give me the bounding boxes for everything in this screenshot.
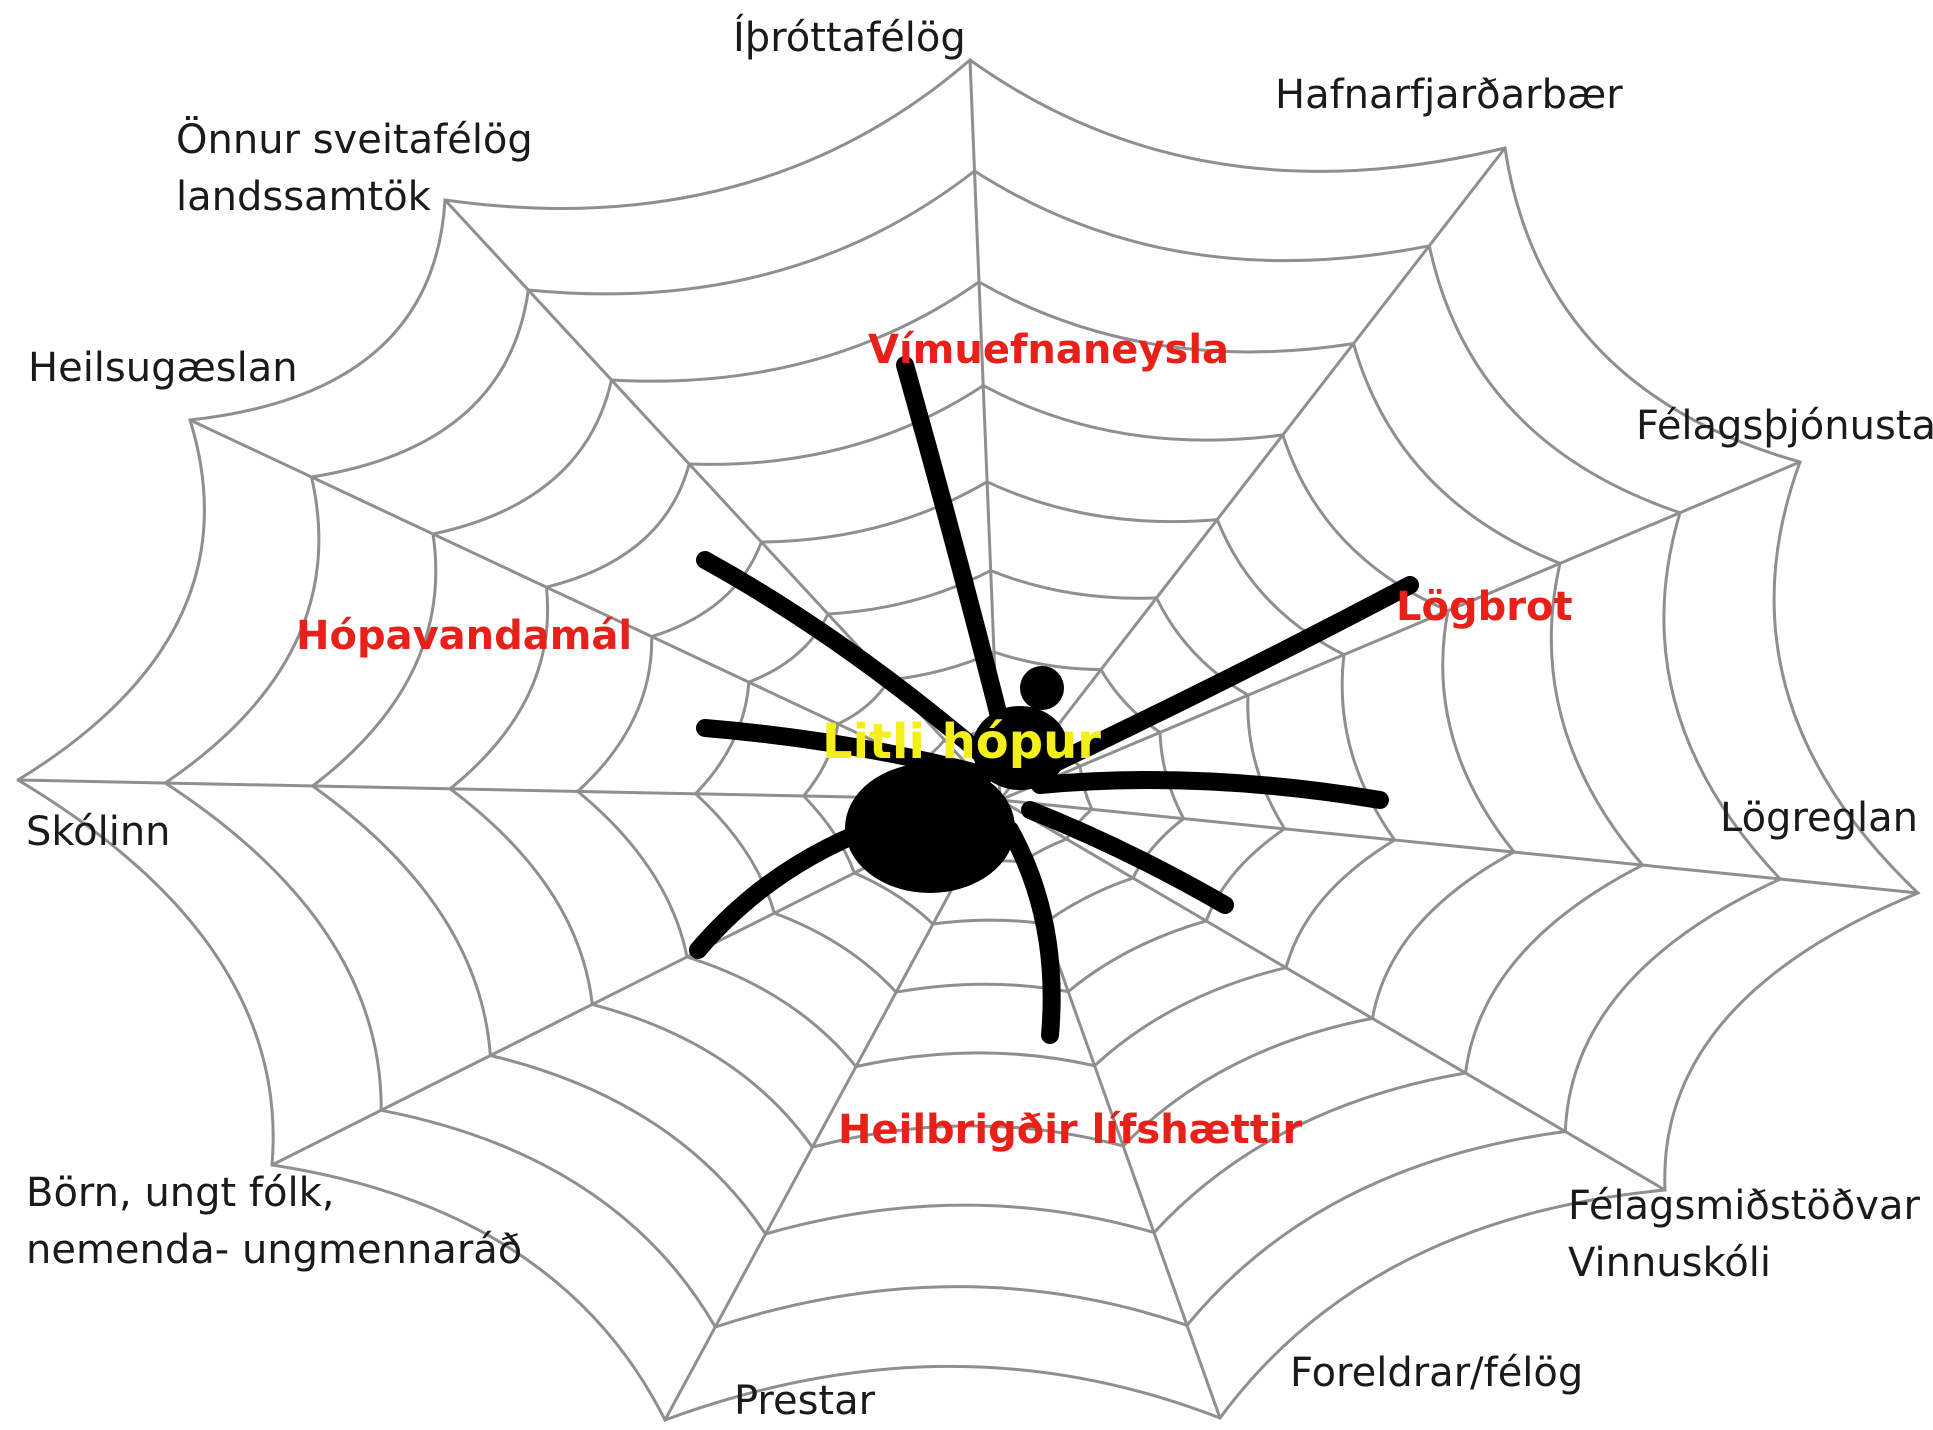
spider-icon	[698, 365, 1410, 1035]
node-ithrottafelog: Íþróttafélög	[733, 10, 966, 67]
node-logreglan: Lögreglan	[1720, 790, 1918, 847]
node-felagsmidstodvar-line1: Félagsmiðstöðvar	[1568, 1178, 1920, 1235]
node-foreldrar-felog: Foreldrar/félög	[1290, 1345, 1583, 1402]
spider-abdomen	[845, 763, 1015, 893]
node-heilsugaeslan: Heilsugæslan	[28, 340, 298, 397]
node-skolinn: Skólinn	[26, 804, 171, 861]
node-onnur-sveitafelog: Önnur sveitafélög landssamtök	[176, 112, 533, 226]
issue-hopavandamal: Hópavandamál	[296, 612, 632, 660]
node-felagsmidstodvar-line2: Vinnuskóli	[1568, 1235, 1920, 1292]
spider-head	[1020, 666, 1064, 710]
center-label: Litli hópur	[822, 714, 1101, 770]
node-felagsthjonustan: Félagsþjónustan	[1636, 398, 1933, 455]
spider-leg-inner	[1030, 810, 1225, 905]
node-felagsmidstodvar: Félagsmiðstöðvar Vinnuskóli	[1568, 1178, 1920, 1292]
node-born-line1: Börn, ungt fólk,	[26, 1165, 522, 1222]
node-onnur-line1: Önnur sveitafélög	[176, 112, 533, 169]
node-prestar: Prestar	[734, 1373, 875, 1430]
node-onnur-line2: landssamtök	[176, 169, 533, 226]
issue-logbrot: Lögbrot	[1396, 583, 1573, 631]
node-born-ungt-folk: Börn, ungt fólk, nemenda- ungmennaráð	[26, 1165, 522, 1279]
node-born-line2: nemenda- ungmennaráð	[26, 1222, 522, 1279]
node-hafnarfjardarbaer: Hafnarfjarðarbær	[1275, 67, 1623, 124]
issue-vimuefnaneysla: Vímuefnaneysla	[868, 326, 1229, 374]
issue-heilbrigdir-lifshaettir: Heilbrigðir lífshættir	[838, 1106, 1302, 1154]
